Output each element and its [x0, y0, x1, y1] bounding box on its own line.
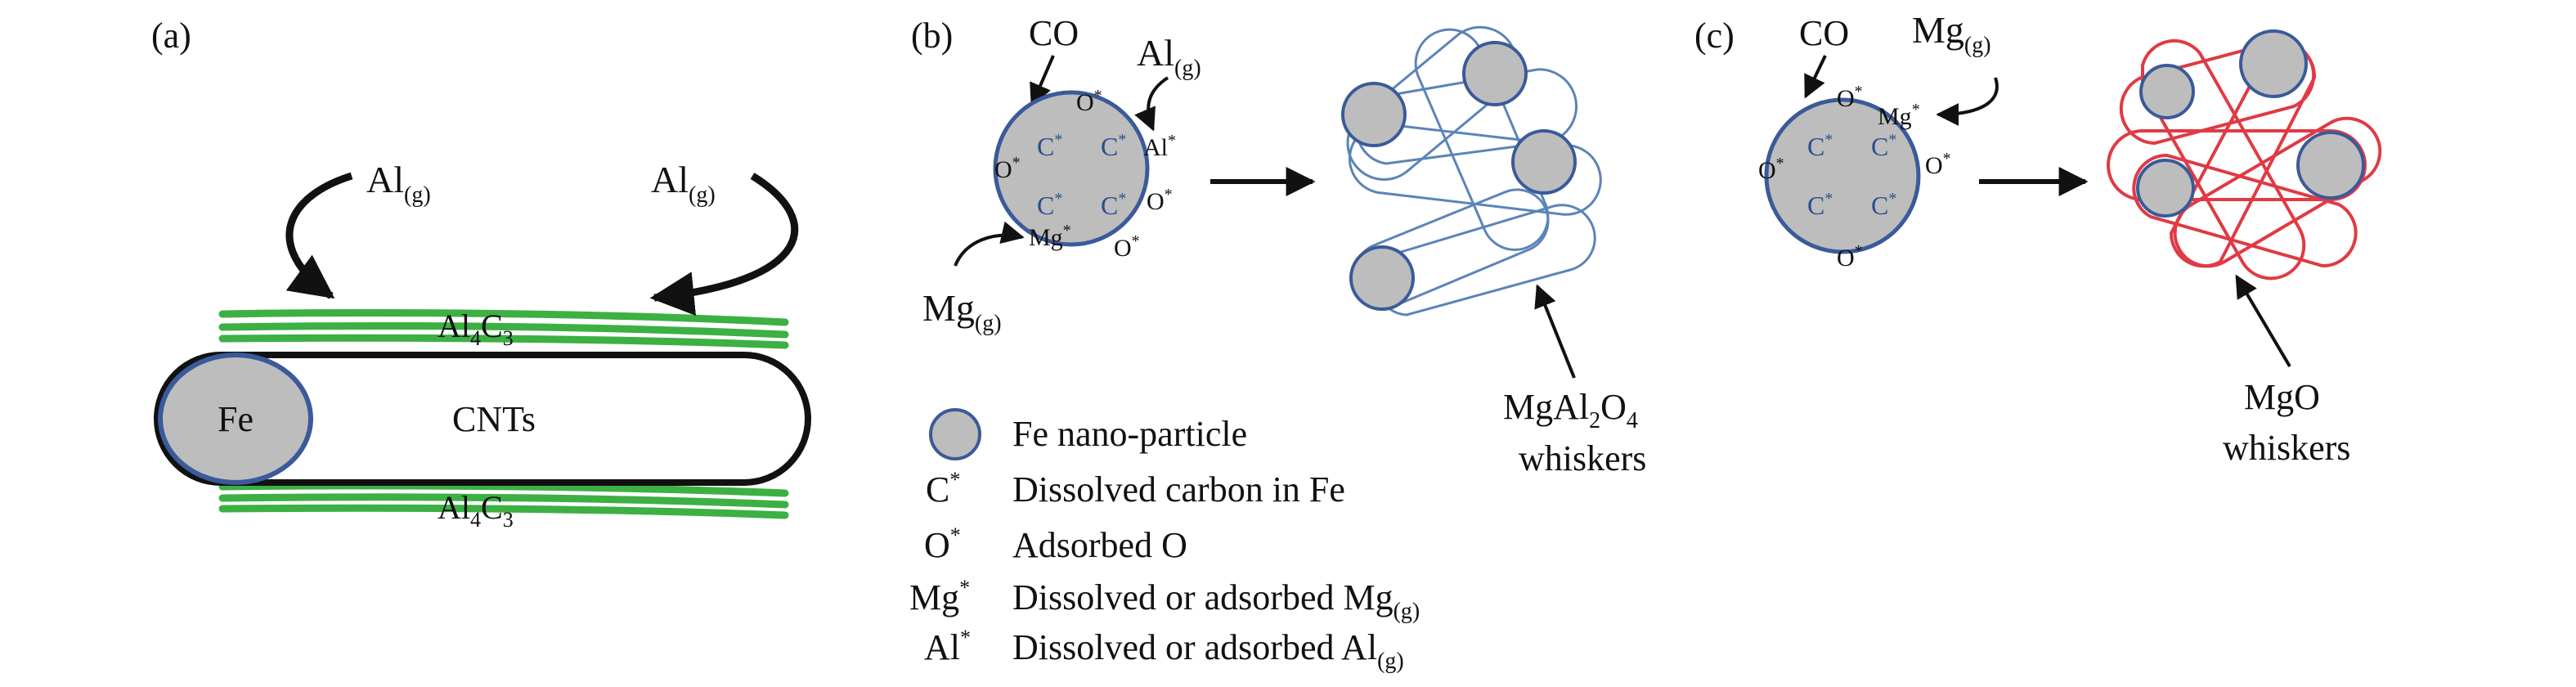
al-star-b: Al* [1143, 132, 1176, 161]
svg-text:C*: C* [1871, 131, 1896, 161]
mgo-particles [2136, 29, 2365, 218]
co-label-c: CO [1799, 13, 1849, 53]
svg-text:C*: C* [1037, 131, 1062, 161]
legend-o-symbol: O* [924, 523, 961, 565]
svg-text:O*: O* [1837, 242, 1863, 272]
svg-text:O*: O* [1837, 83, 1863, 112]
svg-text:O*: O* [1147, 186, 1173, 215]
legend-al-text: Dissolved or adsorbed Al(g) [1012, 627, 1404, 674]
al-arrow-b [1134, 76, 1169, 132]
panel-a-label: (a) [151, 16, 191, 56]
svg-text:C*: C* [1101, 131, 1126, 161]
panel-b: (b) CO Al(g) O* O* O* O* C* C* C* C* Al*… [911, 13, 1646, 478]
fe-particle-b [993, 90, 1150, 247]
mg-arrow-b [954, 221, 1025, 267]
al-arrow-right [649, 173, 799, 317]
mgal2o4-whiskers-label: whiskers [1519, 438, 1646, 478]
legend-c-text: Dissolved carbon in Fe [1012, 469, 1345, 510]
panel-c: (c) CO Mg(g) O* O* O* O* C* C* C* C* Mg* [1694, 9, 2382, 468]
adsorbed-o-b: O* O* O* O* [994, 87, 1173, 262]
legend-fe-text: Fe nano-particle [1012, 414, 1247, 454]
cnts-label: CNTs [452, 399, 536, 439]
al-gas-label-right: Al(g) [651, 159, 716, 208]
panel-b-label: (b) [911, 16, 953, 56]
al-arrow-left [285, 172, 353, 299]
mg-star-b: Mg* [1029, 222, 1071, 251]
svg-text:O*: O* [994, 154, 1021, 183]
legend: Fe nano-particle C* Dissolved carbon in … [909, 408, 1420, 674]
legend-mg-symbol: Mg* [909, 576, 970, 617]
al-gas-label-b: Al(g) [1137, 32, 1201, 81]
mg-gas-label-b: Mg(g) [922, 287, 1002, 336]
svg-text:O*: O* [1925, 150, 1951, 179]
mgo-whiskers-label: whiskers [2223, 428, 2350, 468]
mgal2o4-pointer [1534, 284, 1576, 379]
svg-text:O*: O* [1114, 232, 1140, 262]
dissolved-c-b: C* C* C* C* [1037, 131, 1126, 220]
co-arrow-b [1030, 55, 1055, 107]
mg-arrow-c [1936, 77, 1999, 126]
legend-o-text: Adsorbed O [1012, 525, 1187, 565]
mgal2o4-label: MgAl2O4 [1503, 387, 1638, 433]
mg-star-c: Mg* [1878, 101, 1920, 130]
fe-particle [158, 352, 313, 485]
svg-text:C*: C* [1037, 190, 1062, 220]
legend-mg-text: Dissolved or adsorbed Mg(g) [1012, 577, 1420, 624]
legend-fe-particle-icon [929, 408, 981, 460]
mgo-pointer [2235, 274, 2291, 368]
fe-particle-c [1764, 97, 1921, 254]
dissolved-c-c: C* C* C* C* [1807, 131, 1896, 220]
legend-al-symbol: Al* [924, 626, 971, 667]
carbide-layer-top [218, 308, 789, 349]
legend-c-symbol: C* [926, 468, 960, 510]
al-gas-label-left: Al(g) [366, 159, 431, 208]
carbide-layer-bottom [218, 482, 789, 519]
mg-gas-label-c: Mg(g) [1912, 9, 1991, 58]
mgo-label: MgO [2244, 377, 2320, 417]
fe-label: Fe [218, 399, 254, 439]
carbide-label-bottom: Al4C3 [438, 489, 514, 532]
panel-a: (a) Fe CNTs Al4C3 Al4C3 Al(g) [151, 16, 811, 532]
svg-text:C*: C* [1807, 131, 1833, 161]
adsorbed-o-c: O* O* O* O* [1758, 83, 1951, 272]
svg-text:C*: C* [1807, 190, 1833, 220]
svg-text:O*: O* [1076, 87, 1102, 116]
carbide-label-top: Al4C3 [438, 308, 514, 350]
co-arrow-c [1804, 55, 1827, 99]
panel-c-label: (c) [1694, 16, 1735, 56]
svg-text:C*: C* [1101, 190, 1126, 220]
svg-text:C*: C* [1871, 190, 1896, 220]
cnt-tube [154, 352, 811, 486]
mgal2o4-particles [1341, 41, 1577, 311]
co-label-b: CO [1029, 13, 1079, 53]
svg-text:O*: O* [1758, 155, 1784, 184]
